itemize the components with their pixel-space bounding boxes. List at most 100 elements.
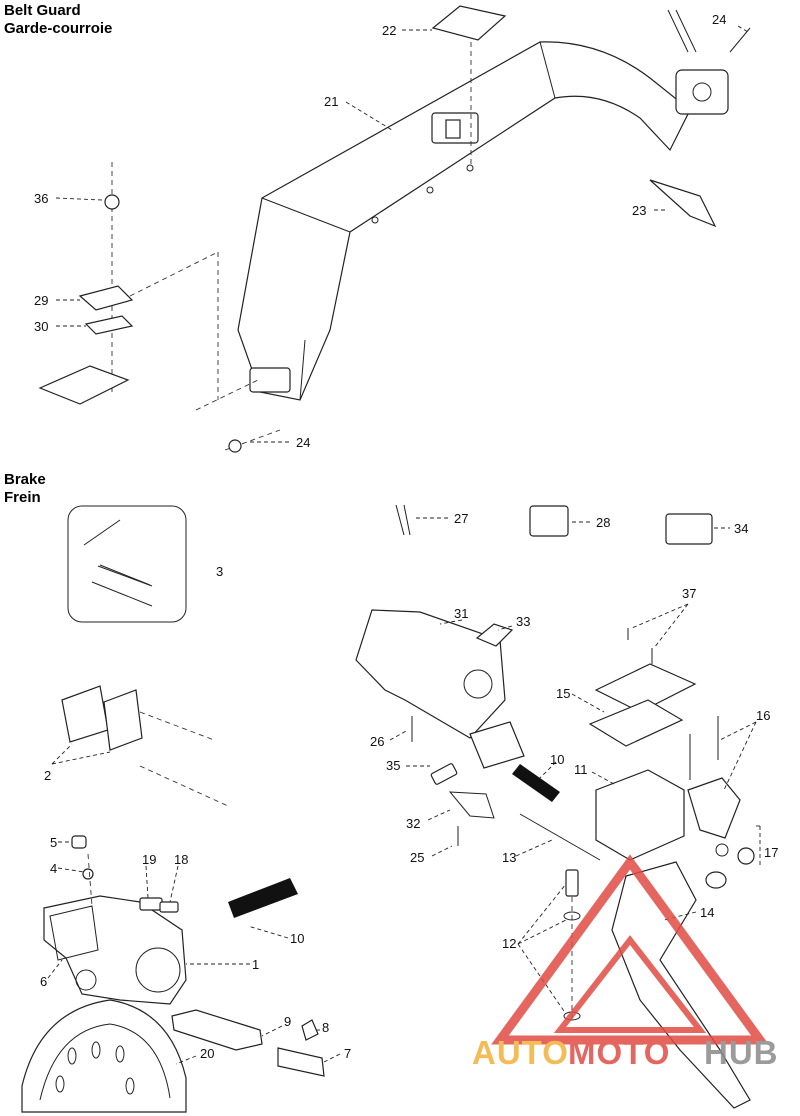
housing-bore — [463, 669, 493, 699]
belt-guard-assembly — [38, 5, 751, 453]
leader-2 — [51, 743, 73, 765]
post-base-plate — [38, 365, 130, 405]
disc-vent — [55, 1075, 65, 1093]
brake-part-14-lever — [611, 861, 751, 1109]
brake-assembly — [21, 504, 755, 1113]
brake-switch — [469, 721, 525, 769]
callout-12: 12 — [502, 936, 516, 951]
callout-24-bottom: 24 — [296, 435, 310, 450]
reservoir-gasket — [588, 699, 684, 747]
callout-30: 30 — [34, 319, 48, 334]
brake-part-17-ring — [715, 843, 729, 857]
brake-part-27 — [395, 504, 411, 536]
decal-part-22 — [431, 5, 507, 41]
callout-1: 1 — [252, 957, 259, 972]
leader-14 — [663, 911, 697, 921]
callout-16: 16 — [756, 708, 770, 723]
callout-22: 22 — [382, 23, 396, 38]
guard-hole — [426, 186, 434, 194]
leader-32 — [427, 809, 451, 821]
leader-10a — [539, 761, 557, 779]
belt-guard-part-36 — [104, 194, 120, 210]
callout-18: 18 — [174, 852, 188, 867]
callout-4: 4 — [50, 861, 57, 876]
leader-31 — [439, 619, 463, 625]
brake-part-31-housing — [355, 609, 506, 739]
leader-2 — [51, 751, 111, 765]
leader-18 — [169, 865, 179, 903]
belt-guard-part-21 — [237, 41, 691, 401]
callout-7: 7 — [344, 1046, 351, 1061]
brake-part-17-plug — [705, 871, 727, 889]
disc-vent — [91, 1041, 101, 1059]
disc-vent — [67, 1047, 77, 1065]
pad-pin-dash — [139, 765, 229, 807]
leader-6 — [47, 959, 63, 979]
brake-part-32-bracket — [448, 791, 495, 819]
brake-part-3-kit — [67, 505, 187, 623]
disc-vent — [125, 1077, 135, 1095]
belt-guard-title-fr: Garde-courroie — [4, 20, 113, 37]
leader-37 — [653, 603, 689, 649]
brake-part-1-caliper — [43, 895, 187, 1005]
brake-part-34 — [665, 513, 713, 545]
watermark-text-auto: AUTO — [472, 1034, 569, 1071]
brake-part-2-pad — [61, 685, 109, 743]
callout-24-top: 24 — [712, 12, 726, 27]
guard-mount-dash — [195, 379, 259, 411]
brake-part-6-boss — [75, 969, 97, 991]
kit-rod — [97, 565, 153, 587]
leader-20 — [175, 1055, 197, 1065]
belt-guard-title: Belt Guard Garde-courroie — [4, 2, 112, 38]
leader-36 — [55, 197, 103, 201]
callout-36: 36 — [34, 191, 48, 206]
leader-12 — [517, 919, 567, 945]
leader-16 — [723, 721, 757, 791]
callout-35: 35 — [386, 758, 400, 773]
callout-2: 2 — [44, 768, 51, 783]
brake-part-33-decal — [475, 623, 514, 647]
leader-11 — [591, 771, 615, 785]
callout-29: 29 — [34, 293, 48, 308]
post-link-dash — [129, 251, 219, 297]
callout-6: 6 — [40, 974, 47, 989]
brake-part-17-nut — [737, 847, 755, 865]
brake-part-16-clamp — [687, 777, 741, 839]
callout-13: 13 — [502, 850, 516, 865]
callout-15: 15 — [556, 686, 570, 701]
leader-9 — [261, 1025, 283, 1037]
watermark-logo: AUTO MOTO HUB — [472, 854, 778, 1071]
brake-part-10-hose-lower — [228, 878, 298, 918]
kit-pin — [83, 519, 151, 586]
leader-33 — [497, 625, 513, 631]
brake-part-12-pin — [565, 869, 579, 897]
leader-10b — [247, 925, 289, 939]
leader-24a — [737, 25, 749, 33]
watermark-triangle-inner-icon — [553, 935, 707, 1033]
brake-part-8-clip — [301, 1019, 319, 1041]
watermark-triangle-icon — [491, 854, 769, 1045]
brake-part-6-caliper-half — [49, 905, 99, 961]
brake-part-11-cylinder — [595, 769, 685, 861]
belt-guard-part-24-bottom — [228, 439, 242, 453]
caliper-piston — [135, 947, 181, 993]
brake-title-fr: Frein — [4, 489, 41, 506]
brake-title-en: Brake — [4, 471, 46, 488]
disc-vent — [115, 1045, 125, 1063]
callout-32: 32 — [406, 816, 420, 831]
pad-pin-dash — [139, 711, 215, 741]
leader-37 — [631, 603, 689, 629]
leader-26 — [389, 729, 409, 741]
leader-16 — [719, 721, 757, 741]
leader-4 — [57, 867, 85, 873]
brake-part-18-banjo — [159, 901, 179, 913]
callout-17: 17 — [764, 845, 778, 860]
leader-13 — [515, 839, 553, 857]
callout-20: 20 — [200, 1046, 214, 1061]
leader-19 — [145, 865, 149, 899]
guard-pivot-block — [675, 69, 729, 115]
leader-12 — [517, 883, 567, 945]
brake-part-5-cap — [71, 835, 87, 849]
guard-pivot-spring — [667, 9, 697, 53]
